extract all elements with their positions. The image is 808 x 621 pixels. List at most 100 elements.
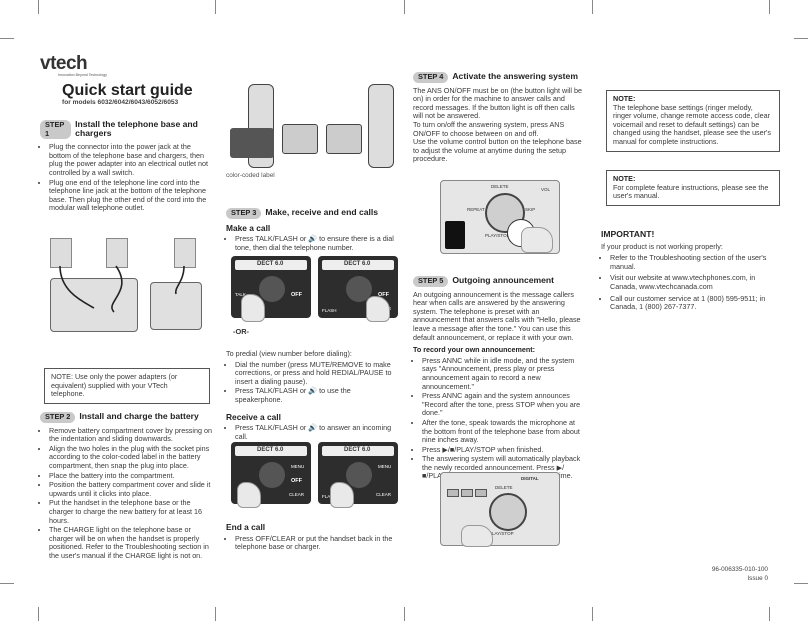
list-item: After the tone, speak towards the microp… bbox=[422, 418, 585, 445]
list-item: Press TALK/FLASH or 🔊 to ensure there is… bbox=[235, 234, 398, 252]
crop-mark bbox=[215, 0, 216, 14]
step4-body: The ANS ON/OFF must be on (the button li… bbox=[413, 85, 582, 164]
important-list: Refer to the Troubleshooting section of … bbox=[601, 253, 773, 312]
handset-screen bbox=[322, 260, 394, 270]
handset-model-label: DECT 6.0 bbox=[344, 261, 371, 267]
step4-title: Activate the answering system bbox=[452, 71, 578, 81]
crop-mark bbox=[769, 607, 770, 621]
step1-note: NOTE: Use only the power adapters (or eq… bbox=[44, 368, 210, 404]
repeat-label: REPEAT bbox=[467, 207, 485, 212]
logo-tagline: Innovation Beyond Technology bbox=[58, 73, 107, 77]
note-feature-instructions: NOTE: For complete feature instructions,… bbox=[606, 170, 780, 206]
skip-label: SKIP bbox=[525, 207, 536, 212]
or-label: -OR- bbox=[233, 327, 250, 336]
predial-intro: To predial (view number before dialing): bbox=[226, 349, 352, 358]
clear-key-label: CLEAR bbox=[289, 492, 305, 497]
navigation-keypad[interactable] bbox=[346, 462, 372, 488]
outlet-icon bbox=[174, 238, 196, 268]
crop-mark bbox=[404, 0, 405, 14]
end-call-heading: End a call bbox=[226, 522, 266, 532]
pressing-hand-icon bbox=[237, 482, 261, 508]
step5-title: Outgoing announcement bbox=[452, 275, 555, 285]
base-button[interactable] bbox=[475, 489, 487, 497]
handset-receive-illustration: DECT 6.0 MENU OFF CLEAR bbox=[231, 442, 311, 508]
step1-badge: STEP 1 bbox=[40, 120, 72, 140]
volume-label: VOL bbox=[541, 187, 551, 192]
make-call-list: Press TALK/FLASH or 🔊 to ensure there is… bbox=[226, 234, 398, 252]
crop-mark bbox=[794, 583, 808, 584]
cord-lines bbox=[59, 265, 185, 313]
record-heading: To record your own announcement: bbox=[413, 345, 536, 355]
handset-screen bbox=[322, 446, 394, 456]
important-title: IMPORTANT! bbox=[601, 229, 655, 239]
step2-section: STEP 2 Install and charge the battery Re… bbox=[40, 412, 212, 562]
predial-section: To predial (view number before dialing):… bbox=[226, 349, 398, 442]
list-item: Press TALK/FLASH or 🔊 to answer an incom… bbox=[235, 423, 398, 441]
end-call-list: Press OFF/CLEAR or put the handset back … bbox=[226, 534, 398, 552]
list-item: Dial the number (press MUTE/REMOVE to ma… bbox=[235, 360, 398, 387]
issue-label: Issue 0 bbox=[747, 575, 768, 582]
delete-label: DELETE bbox=[491, 184, 509, 189]
pressing-hand-icon bbox=[461, 525, 493, 547]
handset-screen bbox=[235, 260, 307, 270]
list-item: Press OFF/CLEAR or put the handset back … bbox=[235, 534, 398, 552]
record-list: Press ANNC while in idle mode, and the s… bbox=[413, 356, 585, 481]
crop-mark bbox=[215, 607, 216, 621]
battery-cover-icon bbox=[326, 124, 362, 154]
base-display bbox=[445, 221, 465, 249]
clear-key-label: CLEAR bbox=[376, 492, 392, 497]
handset-talk-illustration: DECT 6.0 TALK OFF bbox=[231, 256, 311, 322]
navigation-keypad[interactable] bbox=[259, 276, 285, 302]
crop-mark bbox=[0, 583, 14, 584]
list-item: Refer to the Troubleshooting section of … bbox=[610, 253, 773, 271]
list-item: Call our customer service at 1 (800) 595… bbox=[610, 294, 773, 312]
crop-mark bbox=[592, 607, 593, 621]
step4-badge: STEP 4 bbox=[413, 72, 449, 83]
navigation-dial[interactable] bbox=[489, 493, 527, 531]
navigation-keypad[interactable] bbox=[259, 462, 285, 488]
talk-key-label: TALK bbox=[235, 292, 246, 297]
wall-jack-icon bbox=[50, 238, 72, 268]
list-item: Position the battery compartment cover a… bbox=[49, 480, 212, 498]
step5-badge: STEP 5 bbox=[413, 276, 449, 287]
receive-call-list: Press TALK/FLASH or 🔊 to answer an incom… bbox=[226, 423, 398, 441]
list-item: Place the battery into the compartment. bbox=[49, 471, 212, 481]
vtech-logo: vtech Innovation Beyond Technology bbox=[40, 54, 107, 78]
step1-list: Plug the connector into the power jack a… bbox=[40, 142, 210, 213]
handset-screen bbox=[235, 446, 307, 456]
make-call-heading: Make a call bbox=[226, 222, 271, 233]
step5-section: STEP 5 Outgoing announcement An outgoing… bbox=[413, 276, 585, 482]
logo-wordmark: vtech bbox=[40, 53, 88, 74]
telephone-base-icon bbox=[50, 278, 138, 332]
menu-key-label: MENU bbox=[291, 464, 305, 469]
step4-section: STEP 4 Activate the answering system The… bbox=[413, 72, 585, 164]
list-item: Press ANNC while in idle mode, and the s… bbox=[422, 356, 585, 391]
note-text: For complete feature instructions, pleas… bbox=[613, 182, 769, 201]
digital-label: DIGITAL bbox=[521, 476, 539, 481]
important-intro: If your product is not working properly: bbox=[601, 241, 723, 251]
base-announcement-illustration: DIGITAL DELETE ANNC PLAY/STOP bbox=[440, 472, 560, 547]
base-button[interactable] bbox=[447, 489, 459, 497]
off-key-label: OFF bbox=[291, 292, 302, 298]
list-item: Press ANNC again and the system announce… bbox=[422, 391, 585, 418]
pressing-hand-icon bbox=[241, 294, 265, 322]
list-item: Visit our website at www.vtechphones.com… bbox=[610, 274, 773, 291]
flash-key-label: FLASH bbox=[322, 494, 337, 499]
list-item: Remove battery compartment cover by pres… bbox=[49, 426, 212, 444]
note-base-settings: NOTE: The telephone base settings (ringe… bbox=[606, 90, 780, 152]
crop-mark bbox=[38, 607, 39, 621]
play-stop-label: PLAY/STOP bbox=[489, 531, 514, 536]
note-label: NOTE: bbox=[613, 174, 636, 183]
step2-title: Install and charge the battery bbox=[79, 411, 199, 421]
base-button[interactable] bbox=[461, 489, 473, 497]
step3-badge: STEP 3 bbox=[226, 208, 262, 219]
flash-key-label: FLASH bbox=[322, 308, 337, 313]
handset-speaker-illustration: DECT 6.0 FLASH OFF CLEAR bbox=[318, 256, 398, 322]
crop-mark bbox=[38, 0, 39, 14]
list-item: Press TALK/FLASH or 🔊 to use the speaker… bbox=[235, 387, 398, 404]
note-label: NOTE: bbox=[613, 94, 636, 103]
handset-model-label: DECT 6.0 bbox=[257, 261, 284, 267]
crop-mark bbox=[794, 38, 808, 39]
handset-answer-illustration: DECT 6.0 MENU FLASH CLEAR bbox=[318, 442, 398, 508]
